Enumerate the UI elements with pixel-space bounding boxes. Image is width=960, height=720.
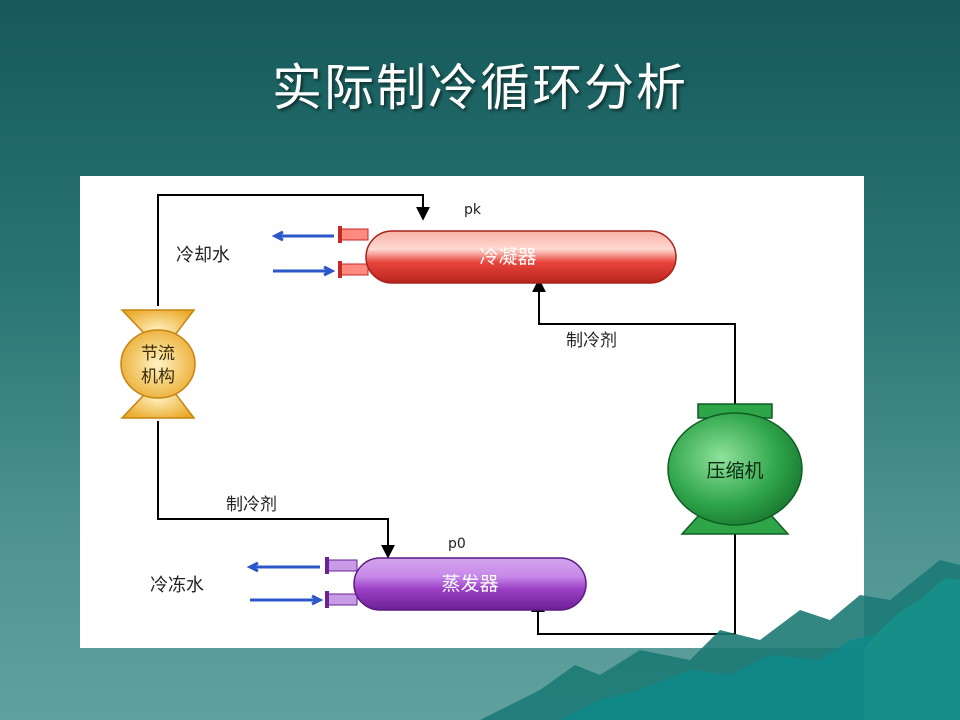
throttle-valve: 节流 机构 xyxy=(120,309,196,419)
refrigeration-cycle-diagram: 冷凝器 蒸发器 压缩机 节流 机构 xyxy=(120,194,803,635)
evaporator: 蒸发器 xyxy=(325,557,587,611)
cooling-water-label: 冷却水 xyxy=(176,245,230,266)
refrigerant-label-right: 制冷剂 xyxy=(566,331,617,351)
pipes xyxy=(157,194,736,635)
pipe-throttle-to-evaporator xyxy=(157,421,395,559)
condenser-label: 冷凝器 xyxy=(479,246,536,268)
pipe-compressor-to-condenser xyxy=(532,278,736,404)
compressor-body xyxy=(667,412,803,526)
chilled-water-label: 冷冻水 xyxy=(150,575,204,596)
condenser: 冷凝器 xyxy=(338,226,677,284)
throttle-label-line1: 节流 xyxy=(141,344,175,364)
pipe-throttle-to-condenser xyxy=(157,194,430,306)
slide-title: 实际制冷循环分析 xyxy=(272,59,688,117)
pressure-high-label: pk xyxy=(464,202,482,218)
compressor-label: 压缩机 xyxy=(706,460,763,482)
pressure-low-label: p0 xyxy=(448,536,466,552)
refrigerant-label-left: 制冷剂 xyxy=(226,495,277,515)
pipe-evaporator-to-compressor xyxy=(531,528,736,635)
compressor: 压缩机 xyxy=(667,403,803,535)
condenser-shell xyxy=(365,230,677,284)
throttle-label-line2: 机构 xyxy=(141,367,175,387)
diagram-panel: 冷凝器 蒸发器 压缩机 节流 机构 xyxy=(80,176,864,648)
chilled-water-arrows xyxy=(246,561,324,606)
evaporator-label: 蒸发器 xyxy=(441,573,498,595)
evaporator-shell xyxy=(353,557,587,611)
cooling-water-arrows xyxy=(271,230,336,277)
